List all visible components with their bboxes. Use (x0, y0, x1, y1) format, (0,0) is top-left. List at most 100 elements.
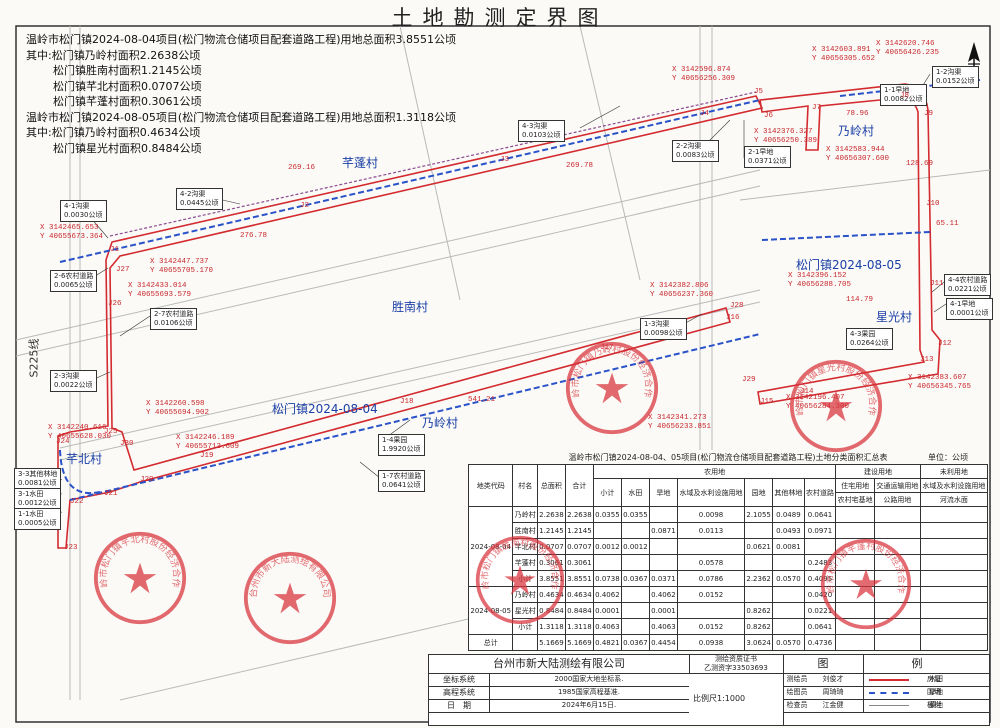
value-cell (873, 586, 921, 603)
col-header: 水域及水利设施用地 (919, 478, 989, 493)
value-cell: 0.0489 (772, 506, 805, 523)
staff-row: 绘图员周琦琦 (783, 686, 864, 700)
distance-label: 78.96 (846, 110, 869, 118)
legend-header-right: 例 (863, 655, 989, 674)
value-cell (919, 538, 989, 555)
boundary-point-label: J10 (926, 200, 940, 208)
info-line: 松门镇星光村面积0.8484公顷 (53, 141, 202, 155)
value-cell (835, 618, 875, 635)
distance-label: 269.16 (288, 164, 316, 172)
value-cell: 0.3061 (564, 554, 594, 571)
village-label-shengnan: 胜南村 (392, 300, 429, 314)
boundary-point-label: J2 (300, 202, 310, 210)
value-cell: 0.0367 (620, 570, 650, 587)
table-title: 温岭市松门镇2024-08-04、05项目(松门物流仓储项目配套道路工程)土地分… (568, 453, 888, 462)
boundary-line-icon (869, 679, 909, 681)
value-cell (772, 618, 805, 635)
legend-header-left: 图 (783, 655, 864, 674)
value-cell: 0.0707 (536, 538, 566, 555)
village-label-naling-east: 乃岭村 (838, 124, 875, 138)
col-header: 未利用地 (919, 464, 989, 479)
value-cell: 5.1669 (536, 634, 566, 651)
value-cell (835, 538, 875, 555)
boundary-point-label: J15 (760, 398, 774, 406)
staff-row: 检查员江金健 (783, 699, 864, 713)
legend-item: 围墙 (863, 686, 989, 700)
value-cell (803, 538, 837, 555)
value-cell: 5.1669 (564, 634, 594, 651)
value-cell (919, 570, 989, 587)
boundary-point-label: J3 (500, 156, 510, 164)
distance-label: 541.21 (468, 396, 496, 404)
village-label-qianpeng: 芊蓬村 (342, 156, 379, 170)
value-cell: 0.0871 (648, 522, 678, 539)
boundary-point-label: J6 (764, 112, 774, 120)
value-cell (835, 570, 875, 587)
value-cell (835, 522, 875, 539)
value-cell: 0.0570 (772, 634, 805, 651)
value-cell: 0.0938 (676, 634, 746, 651)
value-cell: 0.0707 (564, 538, 594, 555)
value-cell: 0.4063 (592, 618, 622, 635)
village-cell: 胜南村 (512, 522, 538, 539)
value-cell (835, 554, 875, 571)
value-cell: 0.0152 (676, 618, 746, 635)
value-cell (919, 602, 989, 619)
village-cell: 小计 (512, 570, 538, 587)
value-cell: 0.0641 (803, 506, 837, 523)
boundary-point-label: J30 (120, 440, 134, 448)
boundary-point-label: J27 (116, 266, 130, 274)
value-cell: 0.0081 (772, 538, 805, 555)
road-line-icon (869, 705, 909, 706)
col-header: 农用地 (592, 464, 837, 479)
village-cell: 芊蓬村 (512, 554, 538, 571)
col-header: 河流水面 (919, 492, 989, 507)
value-cell: 1.3118 (564, 618, 594, 635)
value-cell: 0.0371 (648, 570, 678, 587)
title-block: 台州市新大陆测绘有限公司 测绘资质证书 乙测资字33503693 图 例 坐标系… (428, 654, 990, 726)
boundary-point-label: J11 (930, 280, 944, 288)
value-cell: 0.0570 (772, 570, 805, 587)
value-cell (873, 522, 921, 539)
project-label-0805: 松门镇2024-08-05 (796, 258, 902, 272)
value-cell: 0.4634 (564, 586, 594, 603)
value-cell (873, 506, 921, 523)
value-cell: 0.0641 (803, 618, 837, 635)
value-cell: 0.0621 (744, 538, 774, 555)
value-cell: 0.0355 (592, 506, 622, 523)
boundary-point-label: J4 (700, 110, 710, 118)
col-header: 总面积 (536, 464, 566, 507)
boundary-point-label: J5 (754, 88, 764, 96)
value-cell: 0.0001 (592, 602, 622, 619)
value-cell (835, 506, 875, 523)
distance-label: 269.78 (566, 162, 594, 170)
village-label-qianbei: 芊北村 (66, 452, 103, 466)
village-label-xingguang: 星光村 (876, 310, 913, 324)
value-cell (744, 554, 774, 571)
value-cell: 0.0578 (676, 554, 746, 571)
value-cell: 0.0221 (803, 602, 837, 619)
distance-label: 128.69 (906, 160, 934, 168)
value-cell: 3.8551 (564, 570, 594, 587)
info-line: 温岭市松门镇2024-08-05项目(松门物流仓储项目配套道路工程)用地总面积1… (26, 110, 456, 124)
value-cell: 0.4062 (592, 586, 622, 603)
village-cell: 乃岭村 (512, 586, 538, 603)
village-boundary-icon (869, 692, 909, 694)
group-cell: 2024-08-04 (467, 506, 514, 587)
village-cell (512, 634, 538, 651)
boundary-point-label: J9 (924, 110, 934, 118)
value-cell: 0.8484 (536, 602, 566, 619)
summary-table-grid: 地类代码 村名 总面积 合计 农用地 建设用地 未利用地 小计 水田 旱地 水域… (467, 464, 989, 651)
value-cell (919, 634, 989, 651)
